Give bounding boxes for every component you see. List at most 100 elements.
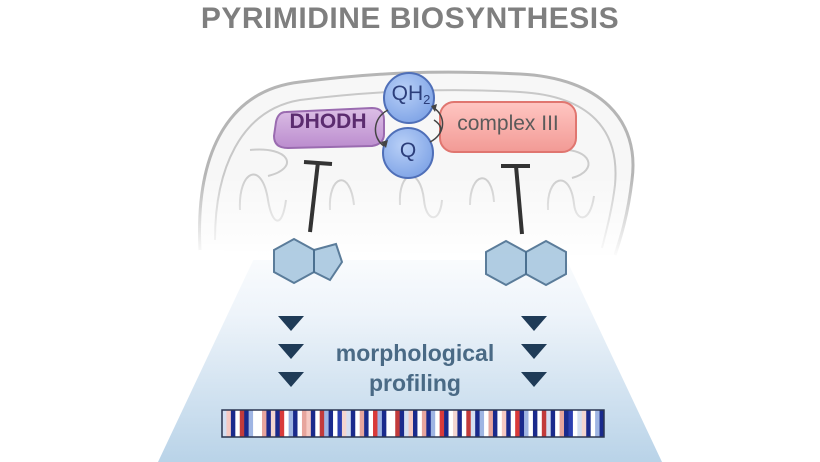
barcode-cell [475,410,480,437]
morph-label-line2: profiling [369,370,461,396]
barcode-cell [404,410,409,437]
qh2-label-subscript: 2 [423,92,431,107]
barcode-cell [261,410,267,437]
barcode-cell [417,410,423,437]
barcode-cell [479,410,485,437]
q-cycle-arrow-right [429,107,444,143]
down-arrow-icon [521,344,547,359]
barcode-cell [270,410,276,437]
barcode-cell [559,410,565,437]
barcode-cell [430,410,436,437]
barcode-cell [466,410,472,437]
down-arrow-icon [278,372,304,387]
barcode-cell [257,410,263,437]
barcode-cell [381,410,387,437]
barcode-cell [448,410,454,437]
barcode-cell [319,410,325,437]
barcode-cell [275,410,281,437]
barcode-cell [301,410,307,437]
barcode-cell [519,410,525,437]
barcode-cell [546,410,551,437]
barcode-cell [595,410,600,437]
barcode-cell [230,410,236,437]
barcode-cell [550,410,556,437]
barcode-cell [244,410,249,437]
dhodh-label: DHODH [289,110,367,133]
barcode-cell [452,410,458,437]
barcode-cell [524,410,529,437]
barcode-cell [279,410,285,437]
barcode-cell [590,410,596,437]
barcode-cell [492,410,498,437]
barcode-border [221,409,605,438]
barcode-cell [426,410,432,437]
barcode-cell [435,410,440,437]
barcode-cell [497,410,503,437]
barcode-cell [288,410,294,437]
barcode-cell [408,410,414,437]
barcode-cell [506,410,512,437]
barcode-cell [572,410,578,437]
barcode-cell [333,410,338,437]
barcode-cell [293,410,298,437]
barcode-cell [515,410,520,437]
barcode-cell [226,410,232,437]
barcode-cell [390,410,396,437]
barcode-cell [355,410,360,437]
dhodh-inhibition-icon [303,160,333,233]
qh2-label: QH2 [383,82,439,107]
barcode-cell [346,410,352,437]
barcode-cell [222,410,227,437]
barcode-cell [315,410,321,437]
barcode-cell [532,410,538,437]
barcode-cell [501,410,507,437]
barcode-cell [488,410,494,437]
barcode-cell [444,410,449,437]
qh2-label-main: QH [391,82,424,105]
barcode-cell [484,410,489,437]
barcode-cell [510,410,516,437]
electron-arrow-right [433,119,442,133]
barcode-cell [399,410,405,437]
barcode-cell [537,410,543,437]
profile-barcode-icon [222,410,605,437]
profiling-cone [158,233,662,462]
barcode-cell [310,410,316,437]
barcode-cell [599,410,605,437]
barcode-cell [457,410,463,437]
barcode-cell [395,410,400,437]
barcode-cell [555,410,560,437]
barcode-cell [564,410,569,437]
barcode-cell [284,410,289,437]
barcode-cell [328,410,334,437]
barcode-cell [373,410,378,437]
right-down-arrows [521,316,547,387]
indane-structure-icon [273,237,344,285]
barcode-cell [439,410,445,437]
barcode-cell [577,410,583,437]
barcode-cell [413,410,418,437]
qh2-circle [383,72,435,124]
diagram-title: PYRIMIDINE BIOSYNTHESIS [200,2,620,35]
barcode-cell [541,410,547,437]
q-label: Q [399,139,417,162]
q-cycle-arrow-left [374,109,389,147]
morph-label-line1: morphological [335,340,495,366]
barcode-cell [350,410,356,437]
down-arrow-icon [521,372,547,387]
barcode-cell [364,410,369,437]
naphthalene-structure-icon [485,239,567,287]
barcode-cell [386,410,392,437]
barcode-cell [586,410,591,437]
barcode-cell [359,410,365,437]
morphological-profiling-label: morphological profiling [310,338,520,398]
barcode-cell [297,410,303,437]
barcode-cell [581,410,587,437]
barcode-cell [470,410,476,437]
down-arrow-icon [521,316,547,331]
barcode-cell [324,410,329,437]
barcode-cell [253,410,258,437]
barcode-cell [337,410,343,437]
